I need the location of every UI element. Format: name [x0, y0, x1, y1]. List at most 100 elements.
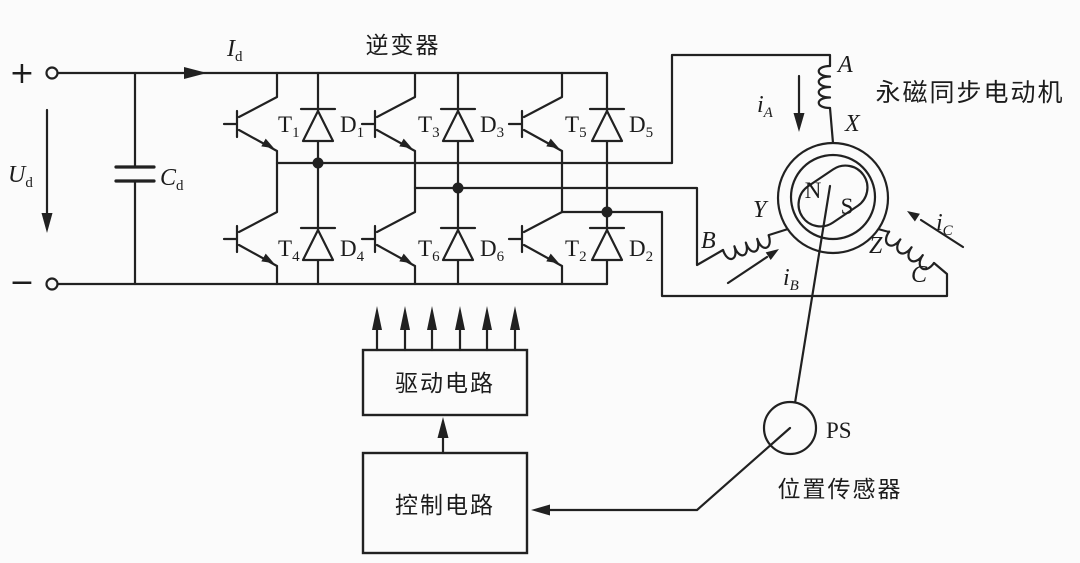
control-circuit-label: 控制电路 — [395, 493, 495, 519]
phase-b-coil-icon — [721, 234, 771, 260]
t2-label: T2 — [565, 236, 587, 265]
gate-signal-arrows — [372, 306, 520, 352]
d6-label: D6 — [480, 236, 505, 265]
diode-d1 — [299, 71, 337, 165]
ic-arrow-head-icon — [907, 211, 920, 222]
igbt-t1-emitter-arrow-icon — [261, 138, 274, 149]
igbt-t4-emitter-arrow-icon — [261, 253, 274, 264]
diode-d1-triangle-icon — [301, 109, 335, 143]
diode-d2-triangle-icon — [590, 228, 624, 262]
phase-c-wire — [560, 210, 949, 298]
d5-label: D5 — [629, 112, 653, 141]
south-pole-label: S — [841, 194, 854, 219]
diode-d4-triangle-icon — [301, 228, 335, 262]
phase-a-wire — [275, 53, 832, 165]
current-ic: iC — [907, 210, 965, 249]
igbt-t1 — [222, 71, 279, 165]
igbt-t4 — [222, 161, 279, 286]
ud-label: Ud — [8, 162, 33, 191]
plus-terminal-icon — [45, 66, 59, 80]
ib-arrow-head-icon — [765, 249, 779, 260]
diode-d3-triangle-icon — [441, 109, 475, 143]
phase-wires — [275, 53, 949, 298]
position-sensor: PS 位置传感器 — [531, 184, 901, 516]
d4-label: D4 — [340, 236, 365, 265]
igbt-t2-emitter-arrow-icon — [546, 253, 559, 264]
phase-a-coil-icon — [817, 64, 832, 110]
phase-c-coil-to-motor — [876, 227, 891, 234]
terminal-z-label: Z — [869, 233, 883, 259]
sensor-feedback-arrow-head-icon — [531, 504, 550, 516]
diode-d6 — [439, 186, 477, 286]
minus-label: − — [9, 265, 34, 300]
id-arrow-head-icon — [184, 67, 207, 79]
phase-a-coil-to-motor — [828, 106, 835, 145]
gate-arrow-lines — [375, 326, 517, 352]
dc-bus: Id — [56, 36, 609, 286]
t5-label: T5 — [565, 112, 587, 141]
phase-b-coil-to-motor — [767, 227, 790, 237]
ic-arrow-line — [919, 218, 965, 249]
capacitor-plates-icon — [114, 165, 156, 183]
junction-dot-a — [312, 157, 324, 169]
ia-arrow-head-icon — [793, 113, 805, 132]
terminal-x-label: X — [844, 111, 861, 137]
igbt-t3-symbol-icon — [360, 71, 417, 190]
d2-label: D2 — [629, 236, 653, 265]
igbt-t6 — [360, 186, 417, 286]
igbt-t3 — [360, 71, 417, 190]
gate-arrow-head-icon — [427, 306, 437, 330]
terminal-a-label: A — [836, 52, 853, 78]
control-circuit-box — [361, 451, 529, 555]
diode-d4 — [299, 161, 337, 286]
ia-label: iA — [757, 92, 774, 121]
minus-terminal-icon — [45, 277, 59, 291]
igbt-t5 — [507, 71, 564, 214]
drive-circuit-box — [361, 348, 529, 417]
control-to-drive-arrow-head-icon — [437, 417, 449, 438]
igbt-t4-symbol-icon — [222, 161, 279, 286]
diode-d2 — [588, 210, 626, 286]
sensor-feedback-wire — [547, 426, 792, 512]
gate-arrow-head-icon — [372, 306, 382, 330]
terminal-b-label: B — [701, 228, 716, 254]
plus-label: + — [9, 56, 34, 91]
gate-arrow-head-icon — [482, 306, 492, 330]
phase-c-coil-icon — [884, 230, 936, 271]
junction-dot-b — [452, 182, 464, 194]
terminal-c-label: C — [911, 262, 928, 288]
inverter-title: 逆变器 — [366, 33, 441, 59]
ic-label: iC — [936, 210, 954, 239]
control-circuit: 控制电路 — [361, 417, 529, 555]
dc-link-capacitor: Cd — [114, 71, 184, 286]
d3-label: D3 — [480, 112, 504, 141]
ib-arrow-line — [726, 255, 769, 285]
id-label: Id — [226, 36, 243, 65]
cd-label: Cd — [160, 165, 184, 194]
ps-label: PS — [826, 418, 852, 443]
inverter: T1 D1 T3 D3 T5 D5 T4 D4 T6 D6 T2 D2 — [222, 71, 653, 286]
t4-label: T4 — [278, 236, 300, 265]
diode-d3 — [439, 71, 477, 190]
drive-circuit-label: 驱动电路 — [395, 371, 495, 397]
d1-label: D1 — [340, 112, 364, 141]
igbt-t5-symbol-icon — [507, 71, 564, 214]
motor-rotor-magnet-icon — [797, 164, 869, 228]
motor-title: 永磁同步电动机 — [875, 78, 1064, 107]
drive-circuit: 驱动电路 — [361, 306, 529, 417]
gate-arrow-head-icon — [510, 306, 520, 330]
igbt-t1-symbol-icon — [222, 71, 279, 165]
motor-shaft-line — [793, 184, 832, 405]
junction-dot-c — [601, 206, 613, 218]
phase-b-wire — [413, 186, 725, 267]
ib-label: iB — [783, 265, 799, 294]
diode-d5-triangle-icon — [590, 109, 624, 143]
igbt-t5-emitter-arrow-icon — [546, 138, 559, 149]
north-pole-label: N — [805, 178, 822, 203]
t1-label: T1 — [278, 112, 300, 141]
terminal-y-label: Y — [753, 197, 769, 223]
t6-label: T6 — [418, 236, 440, 265]
igbt-t6-emitter-arrow-icon — [399, 253, 412, 264]
